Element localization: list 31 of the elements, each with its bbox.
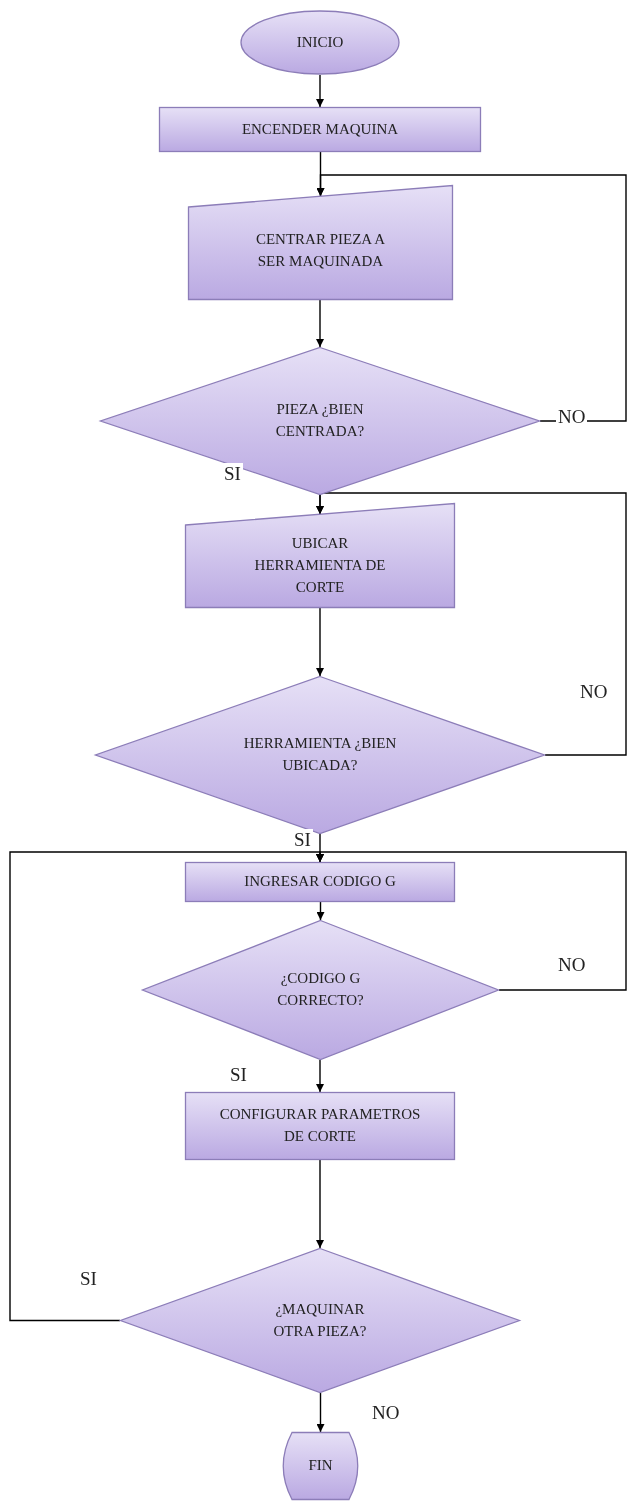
step-label: CONFIGURAR PARAMETROS DE CORTE: [218, 1105, 422, 1146]
step-label: INICIO: [295, 32, 345, 52]
process-box: [159, 107, 481, 152]
arrow: [9, 851, 324, 1322]
step-label: UBICAR HERRAMIENTA DE CORTE: [253, 534, 387, 597]
step-label: ENCENDER MAQUINA: [240, 119, 400, 139]
arrow: [316, 1059, 324, 1093]
step-label: FIN: [307, 1456, 334, 1476]
arrow: [316, 174, 627, 422]
arrow: [316, 299, 324, 348]
decision-diamond: [95, 676, 545, 834]
arrow: [316, 1392, 325, 1433]
step-label: INGRESAR CODIGO G: [243, 872, 397, 892]
step-label: HERRAMIENTA ¿BIEN UBICADA?: [242, 734, 398, 775]
step-label: ¿MAQUINAR OTRA PIEZA?: [272, 1300, 368, 1341]
decision-diamond: [100, 347, 540, 495]
process-box: [185, 1092, 455, 1160]
step-label: CENTRAR PIEZA A SER MAQUINADA: [254, 229, 387, 271]
arrow: [316, 1159, 324, 1249]
arrow: [316, 901, 325, 921]
process-box: [185, 862, 455, 902]
arrow: [316, 492, 627, 756]
decision-diamond: [142, 920, 499, 1060]
decision-diamond: [120, 1248, 520, 1393]
arrow: [316, 74, 324, 108]
manual-input-box: [188, 185, 453, 300]
step-label: PIEZA ¿BIEN CENTRADA?: [274, 400, 366, 441]
start-ellipse: [240, 10, 400, 75]
manual-input-box: [185, 503, 455, 608]
step-label: ¿CODIGO G CORRECTO?: [276, 969, 365, 1010]
arrow: [316, 607, 324, 677]
